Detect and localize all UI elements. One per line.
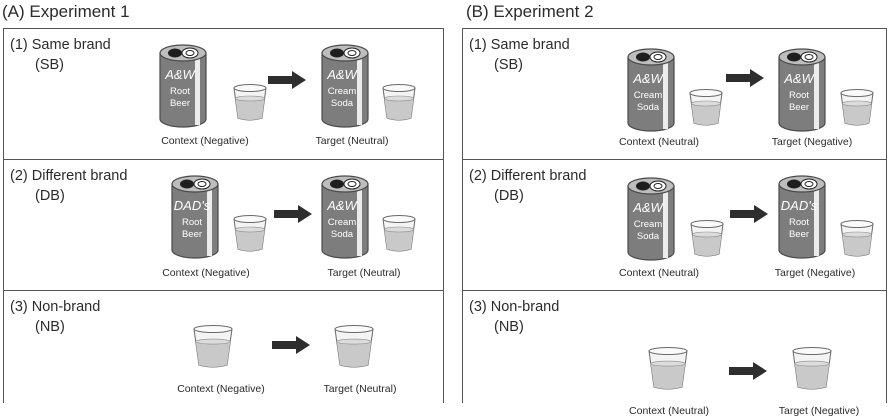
cup-icon — [648, 347, 688, 390]
arrow-right-icon — [268, 71, 306, 89]
can-brand-label: A&W — [632, 200, 664, 215]
context-caption: Context (Negative) — [161, 135, 249, 147]
target-caption: Target (Neutral) — [327, 267, 401, 279]
context-caption: Context (Neutral) — [619, 136, 699, 148]
can-brand-label: A&W — [783, 71, 815, 86]
target-caption: Target (Negative) — [778, 405, 860, 417]
can-brand-label: A&W — [326, 198, 358, 213]
can-product-label: Cream — [328, 217, 357, 228]
cup-icon — [792, 347, 832, 390]
condition-abbr: (NB) — [494, 319, 524, 335]
cup-icon — [334, 325, 374, 368]
cup-icon — [840, 220, 874, 257]
row-label: (3) Non-brand (NB) — [469, 297, 559, 337]
can-product-label: Soda — [331, 229, 354, 240]
row-label: (1) Same brand (SB) — [10, 35, 111, 75]
target-caption: Target (Neutral) — [315, 135, 389, 147]
cup-icon — [193, 325, 233, 368]
target-caption: Target (Negative) — [771, 136, 853, 148]
can-brand-label: A&W — [164, 67, 196, 82]
row-label: (2) Different brand (DB) — [10, 166, 127, 206]
can-product-label: Soda — [637, 102, 660, 113]
can-product-label: Cream — [328, 86, 357, 97]
row-b3-art — [648, 347, 832, 390]
cup-icon — [233, 215, 267, 252]
can-product-label: Beer — [170, 98, 190, 109]
row-label: (3) Non-brand (NB) — [10, 297, 100, 337]
arrow-right-icon — [730, 205, 768, 223]
context-caption: Context (Negative) — [177, 383, 265, 395]
row-label: (2) Different brand (DB) — [469, 166, 586, 206]
arrow-right-icon — [274, 205, 312, 223]
condition-abbr: (DB) — [494, 188, 524, 204]
context-caption: Context (Neutral) — [619, 267, 699, 279]
context-caption: Context (Neutral) — [629, 405, 709, 417]
condition-label: (3) Non-brand — [469, 299, 560, 315]
cup-icon — [689, 89, 723, 126]
row-a3-art — [193, 325, 374, 368]
can-brand-label: A&W — [632, 71, 664, 86]
cup-icon — [382, 215, 416, 252]
can-product-label: Soda — [331, 98, 354, 109]
arrow-right-icon — [729, 362, 767, 380]
can-product-label: Beer — [789, 102, 809, 113]
cup-icon — [690, 220, 724, 257]
context-caption: Context (Negative) — [162, 267, 250, 279]
target-caption: Target (Neutral) — [323, 383, 397, 395]
condition-label: (2) Different brand — [10, 168, 128, 184]
target-caption: Target (Negative) — [774, 267, 856, 279]
condition-label: (2) Different brand — [469, 168, 587, 184]
row-a3: (3) Non-brand (NB) Context (Negative) Ta… — [4, 291, 443, 404]
can-product-label: Soda — [637, 231, 660, 242]
condition-abbr: (SB) — [494, 57, 523, 73]
can-product-label: Cream — [634, 90, 663, 101]
can-product-label: Beer — [182, 229, 202, 240]
can-product-label: Root — [789, 217, 809, 228]
can-brand-label: DAD's — [174, 198, 211, 213]
condition-abbr: (NB) — [35, 319, 65, 335]
can-product-label: Beer — [789, 229, 809, 240]
arrow-right-icon — [726, 69, 764, 87]
cup-icon — [233, 84, 267, 121]
can-brand-label: A&W — [326, 67, 358, 82]
arrow-right-icon — [272, 336, 310, 354]
condition-label: (1) Same brand — [10, 37, 111, 53]
cup-icon — [840, 89, 874, 126]
condition-abbr: (SB) — [35, 57, 64, 73]
row-label: (1) Same brand (SB) — [469, 35, 570, 75]
can-product-label: Cream — [634, 219, 663, 230]
panel-b-title: (B) Experiment 2 — [466, 2, 594, 21]
condition-label: (1) Same brand — [469, 37, 570, 53]
row-b3: (3) Non-brand (NB) Context (Neutral) Tar… — [463, 291, 886, 417]
condition-abbr: (DB) — [35, 188, 65, 204]
can-product-label: Root — [182, 217, 202, 228]
panel-a-title: (A) Experiment 1 — [2, 2, 130, 21]
condition-label: (3) Non-brand — [10, 299, 101, 315]
can-product-label: Root — [170, 86, 190, 97]
can-product-label: Root — [789, 90, 809, 101]
cup-icon — [382, 84, 416, 121]
can-brand-label: DAD's — [781, 198, 818, 213]
